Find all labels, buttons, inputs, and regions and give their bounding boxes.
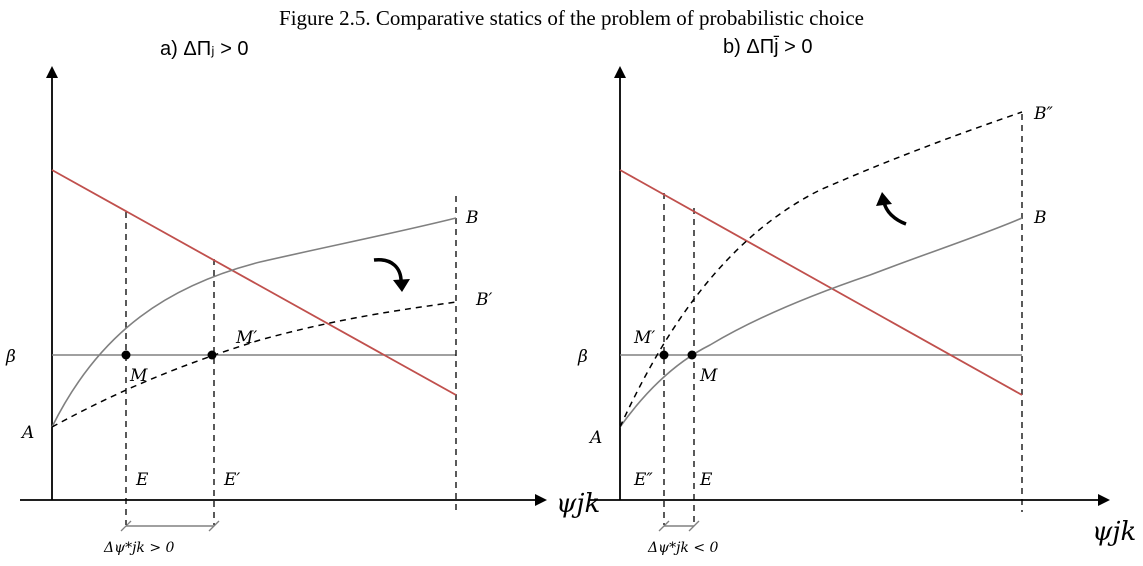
- panel-a-delta-tick-right: [208, 520, 220, 532]
- panel-b-label-m-prime: M′: [633, 328, 655, 348]
- panel-a-curved-arrow-head-icon: [393, 279, 410, 292]
- panel-a-point-m: [121, 350, 131, 360]
- panel-a-label-axis-x: ψjk: [556, 489, 600, 519]
- panel-b-label-b: B: [1033, 208, 1047, 228]
- panel-a: β A B B′ M M′ E E′ ψjk Δψ*jk > 0: [5, 66, 600, 556]
- panel-b-curved-arrow-head-icon: [876, 192, 892, 206]
- panel-b-curve-ab-double: [619, 111, 1023, 428]
- panel-b-delta-tick-right: [688, 520, 700, 532]
- panel-a-label-e-prime: E′: [223, 470, 240, 490]
- panel-a-label-b: B: [465, 208, 479, 228]
- panel-a-label-b-prime: B′: [475, 290, 492, 310]
- panel-a-delta-tick-left: [120, 520, 132, 532]
- panel-a-point-m-prime: [207, 350, 217, 360]
- panel-b-delta-tick-left: [658, 520, 670, 532]
- panel-b-label-b-double: B″: [1033, 104, 1053, 124]
- panel-a-label-delta: Δψ*jk > 0: [103, 540, 175, 556]
- panel-b-point-m-prime: [659, 350, 669, 360]
- panel-b: β A B B″ M′ M E″ E ψjk Δψ*jk < 0: [577, 66, 1136, 556]
- panel-b-label-e: E: [699, 470, 713, 490]
- panel-b-label-beta: β: [577, 347, 588, 367]
- panel-a-label-a: A: [20, 423, 34, 443]
- panel-a-label-m: M: [129, 366, 148, 386]
- panel-a-subtitle: a) ΔΠⱼ > 0: [160, 38, 249, 60]
- panel-b-red-line: [619, 169, 1023, 396]
- panel-a-red-line: [51, 169, 457, 396]
- panel-b-label-e-double: E″: [633, 470, 653, 490]
- panel-b-label-m: M: [699, 366, 718, 386]
- panel-a-label-m-prime: M′: [235, 328, 257, 348]
- panel-a-curve-ab-prime: [51, 301, 457, 428]
- figure-title: Figure 2.5. Comparative statics of the p…: [279, 6, 864, 30]
- panel-a-label-beta: β: [5, 347, 16, 367]
- panel-a-curve-ab: [51, 217, 457, 428]
- panel-b-label-a: A: [588, 428, 602, 448]
- panel-b-curve-ab: [619, 217, 1023, 428]
- panel-a-label-e: E: [135, 470, 149, 490]
- panel-b-label-delta: Δψ*jk < 0: [647, 540, 719, 556]
- panel-b-point-m: [687, 350, 697, 360]
- panel-b-label-axis-x: ψjk: [1092, 517, 1136, 547]
- panel-b-curved-arrow-icon: [882, 201, 907, 226]
- panel-b-subtitle: b) ΔΠj̄ > 0: [723, 36, 813, 58]
